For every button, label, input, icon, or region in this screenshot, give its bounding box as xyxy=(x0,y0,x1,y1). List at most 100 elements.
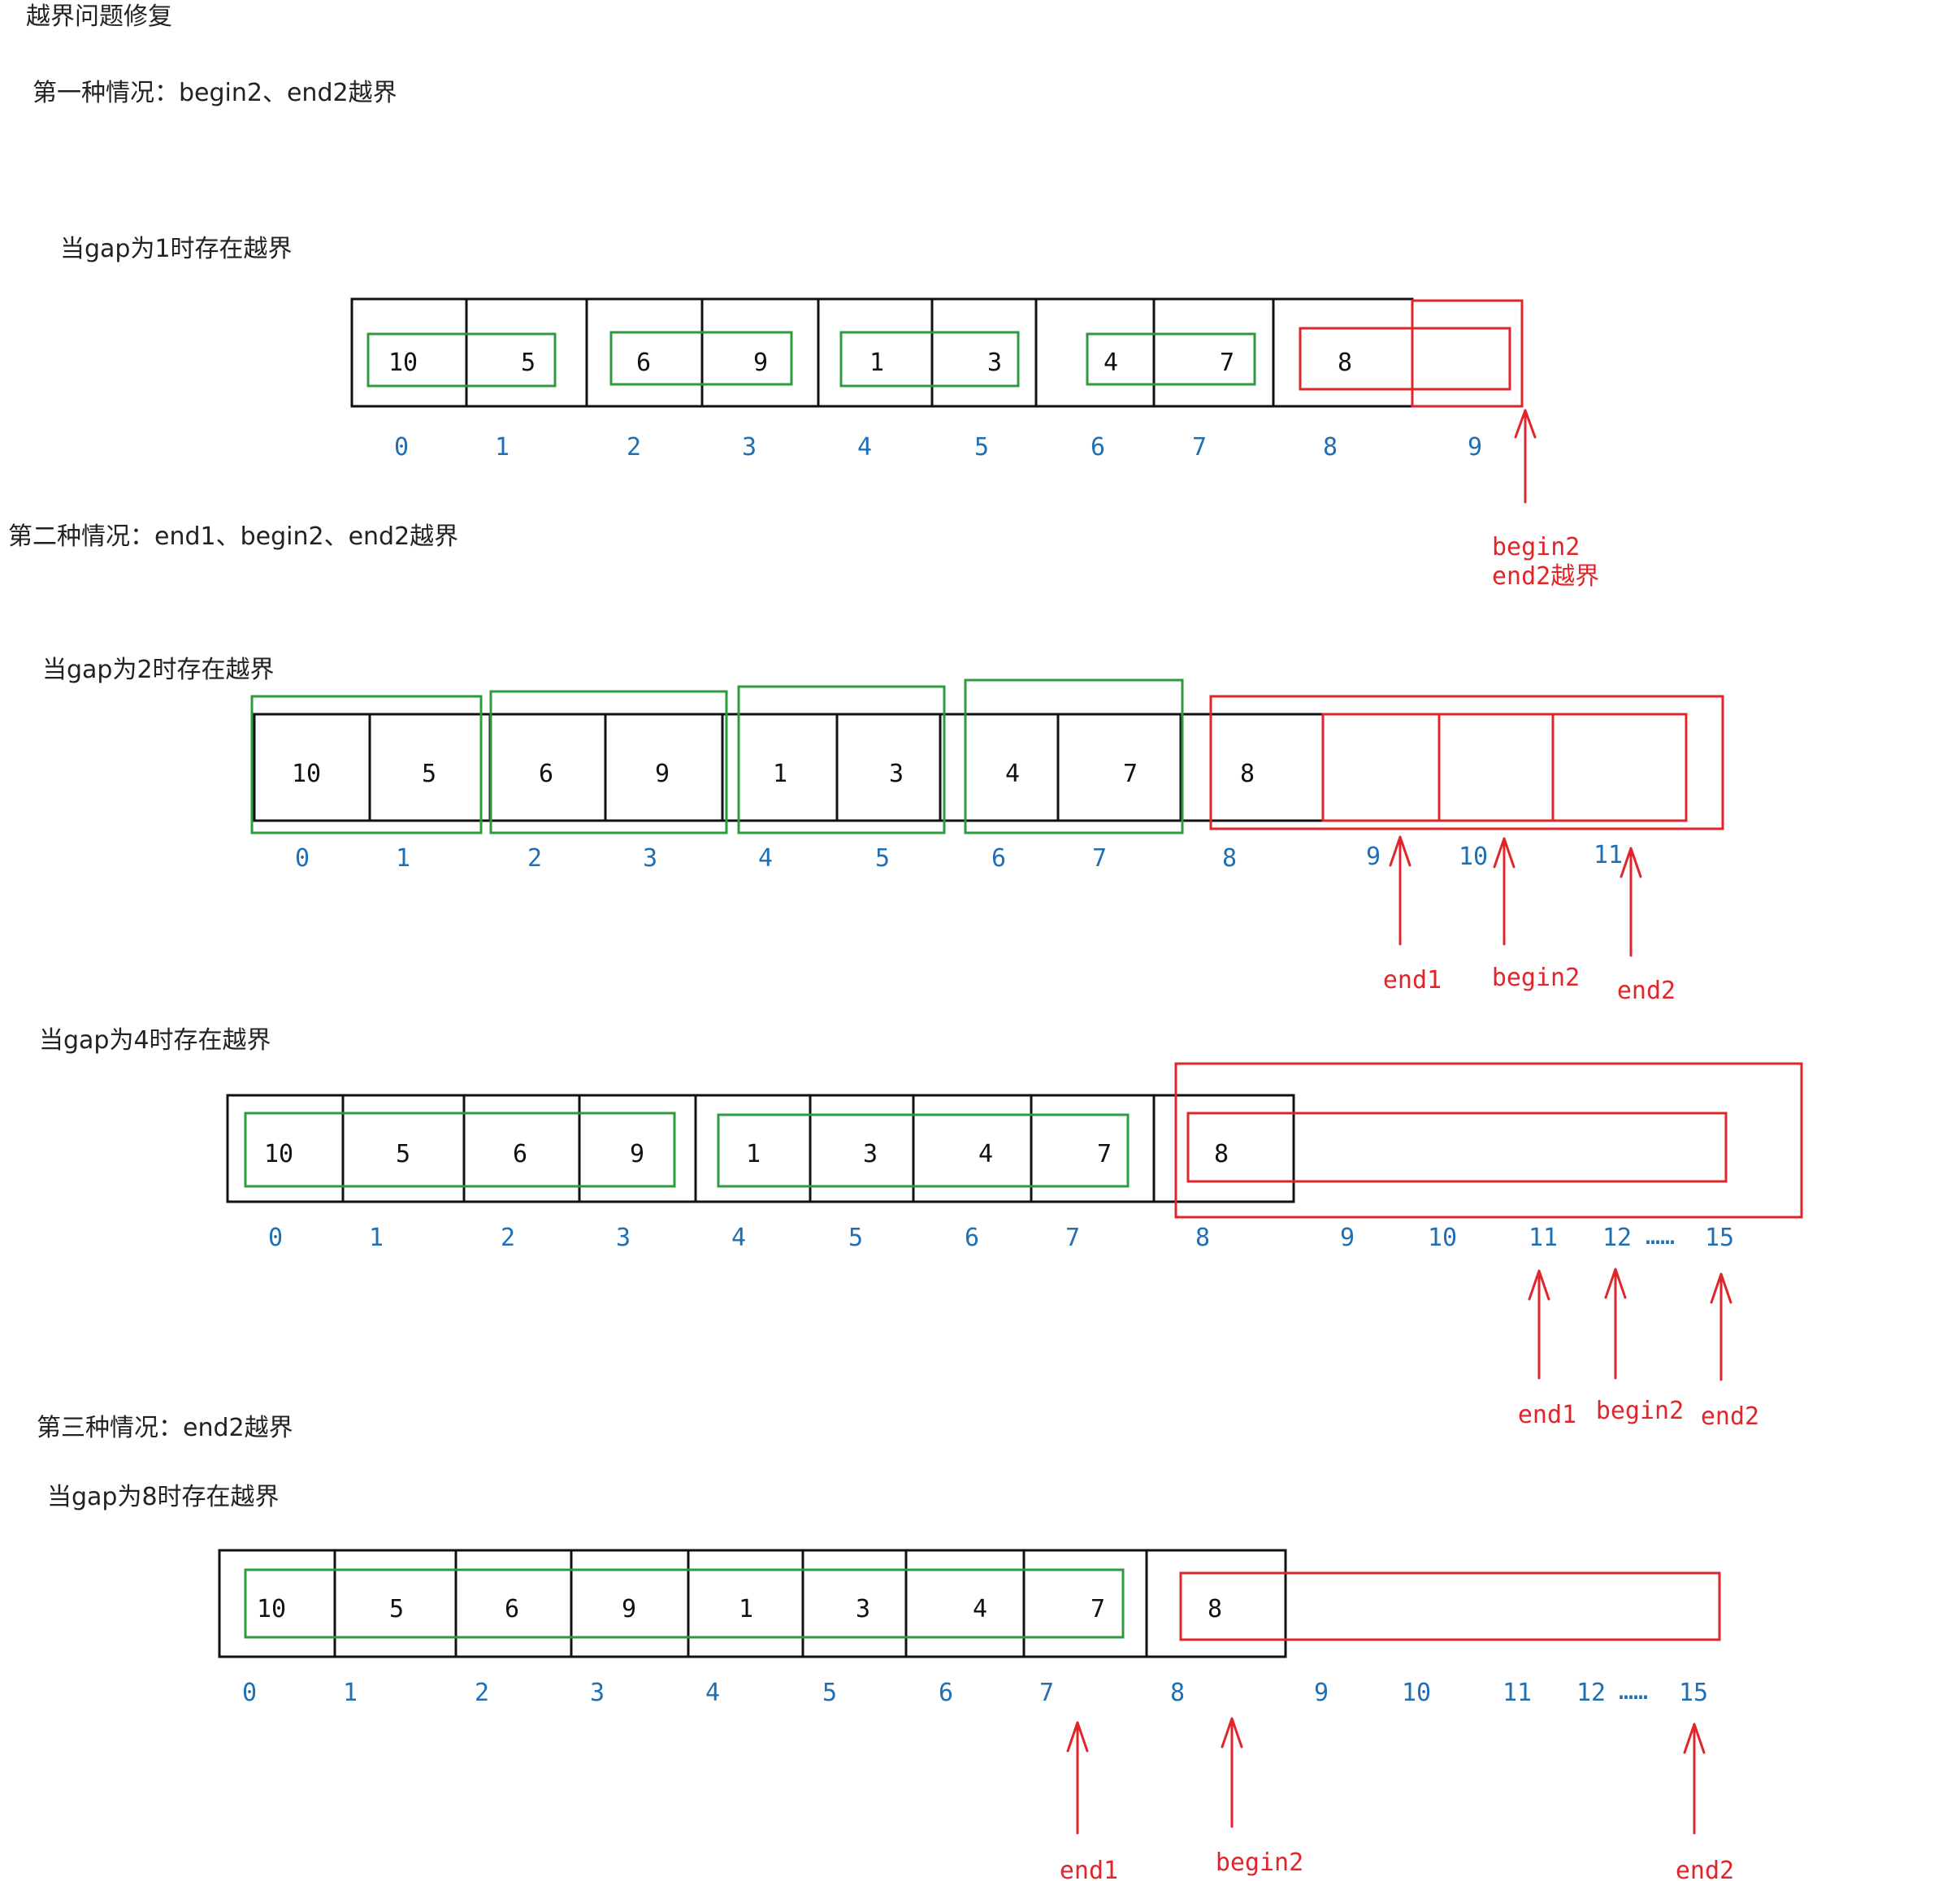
index-label: 6 xyxy=(1091,433,1105,462)
merge-group-box xyxy=(250,695,483,834)
index-label: 9 xyxy=(1366,843,1381,871)
index-label: 15 xyxy=(1679,1679,1708,1707)
overflow-group-box xyxy=(1299,327,1511,391)
index-label: 4 xyxy=(705,1679,720,1707)
index-label: 0 xyxy=(295,844,310,873)
cell-value: 5 xyxy=(389,1595,404,1623)
ellipsis-label: …… xyxy=(1646,1222,1675,1250)
end2-annotation: end2 xyxy=(1676,1857,1734,1881)
merge-group-box xyxy=(737,685,946,834)
merge-group-box xyxy=(489,690,728,834)
index-label: 2 xyxy=(627,433,641,462)
end1-annotation: end1 xyxy=(1060,1857,1118,1881)
out-of-bounds-range xyxy=(1186,1112,1728,1183)
index-label: 7 xyxy=(1192,433,1207,462)
begin2-annotation: begin2 xyxy=(1596,1397,1684,1425)
case2-gap4-array: 10 5 6 9 1 3 4 7 8 xyxy=(226,1062,1803,1219)
merge-group-box xyxy=(717,1113,1130,1188)
index-label: 5 xyxy=(974,433,989,462)
case3-indices: 0 1 2 3 4 5 6 7 8 9 10 11 12 …… 15 xyxy=(242,1677,1708,1707)
end2-annotation: end2 xyxy=(1701,1402,1759,1431)
index-label: 7 xyxy=(1039,1679,1054,1707)
cell-value: 1 xyxy=(739,1595,753,1623)
index-label: 8 xyxy=(1170,1679,1185,1707)
cell-value: 3 xyxy=(987,349,1002,377)
cell-value: 4 xyxy=(973,1595,987,1623)
index-label: 6 xyxy=(991,844,1006,873)
index-label: 9 xyxy=(1340,1224,1355,1252)
cell-value: 6 xyxy=(636,349,651,377)
index-label: 6 xyxy=(965,1224,979,1252)
index-label: 3 xyxy=(742,433,757,462)
merge-group-box xyxy=(244,1112,676,1188)
up-arrow-icon xyxy=(1604,1268,1627,1380)
array-outline xyxy=(226,1094,1295,1203)
index-label: 12 xyxy=(1602,1224,1632,1252)
index-label: 6 xyxy=(939,1679,953,1707)
index-label: 15 xyxy=(1705,1224,1734,1252)
end1-annotation: end1 xyxy=(1518,1401,1576,1429)
index-label: 4 xyxy=(731,1224,746,1252)
array-outline xyxy=(253,713,1325,822)
cell-value: 1 xyxy=(746,1140,761,1168)
index-label: 12 xyxy=(1576,1679,1606,1707)
cell-value: 1 xyxy=(773,760,787,788)
index-label: 11 xyxy=(1529,1224,1558,1252)
out-of-bounds-cell xyxy=(1321,713,1441,822)
cell-value: 3 xyxy=(863,1140,878,1168)
case1-array: 10 5 6 9 1 3 4 7 8 xyxy=(350,297,1524,408)
index-label: 0 xyxy=(268,1224,283,1252)
cell-value: 4 xyxy=(1005,760,1020,788)
index-label: 8 xyxy=(1195,1224,1210,1252)
up-arrow-icon xyxy=(1221,1717,1243,1828)
case2-gap2-label: 当gap为2时存在越界 xyxy=(42,656,275,684)
out-of-bounds-range xyxy=(1179,1571,1721,1641)
index-label: 5 xyxy=(875,844,890,873)
cell-value: 5 xyxy=(396,1140,410,1168)
up-arrow-icon xyxy=(1493,837,1516,946)
cell-value: 9 xyxy=(753,349,768,377)
cell-value: 7 xyxy=(1220,349,1234,377)
case1-gap-label: 当gap为1时存在越界 xyxy=(60,235,293,263)
out-of-bounds-cell xyxy=(1437,713,1555,822)
up-arrow-icon xyxy=(1066,1721,1089,1835)
cell-value: 3 xyxy=(889,760,904,788)
up-arrow-icon xyxy=(1620,847,1642,957)
index-label: 10 xyxy=(1428,1224,1457,1252)
cell-value: 9 xyxy=(622,1595,636,1623)
cell-value: 3 xyxy=(856,1595,870,1623)
case2-gap2-indices: 0 1 2 3 4 5 6 7 8 9 10 11 xyxy=(295,841,1623,873)
cell-value: 4 xyxy=(978,1140,993,1168)
case2-gap4-indices: 0 1 2 3 4 5 6 7 8 9 10 11 12 …… 15 xyxy=(268,1222,1734,1252)
merge-group-box xyxy=(609,331,793,386)
merge-group-box xyxy=(964,678,1184,834)
case3-array: 10 5 6 9 1 3 4 7 8 xyxy=(218,1549,1721,1658)
page-title: 越界问题修复 xyxy=(26,2,172,31)
cell-value: 4 xyxy=(1104,349,1118,377)
index-label: 8 xyxy=(1323,433,1338,462)
index-label: 9 xyxy=(1468,433,1482,462)
case1-indices: 0 1 2 3 4 5 6 7 8 9 xyxy=(394,433,1482,462)
cell-value: 10 xyxy=(388,349,418,377)
end1-annotation: end1 xyxy=(1383,966,1442,995)
up-arrow-icon xyxy=(1528,1269,1550,1380)
index-label: 1 xyxy=(396,844,410,873)
merge-group-box xyxy=(366,332,557,388)
index-label: 10 xyxy=(1459,843,1488,871)
cell-value: 7 xyxy=(1097,1140,1112,1168)
cell-value: 10 xyxy=(264,1140,293,1168)
out-of-bounds-cell xyxy=(1551,713,1688,822)
index-label: 3 xyxy=(616,1224,631,1252)
index-label: 11 xyxy=(1594,841,1623,869)
index-label: 2 xyxy=(475,1679,489,1707)
cell-value: 6 xyxy=(513,1140,527,1168)
index-label: 1 xyxy=(495,433,510,462)
up-arrow-icon xyxy=(1683,1723,1706,1835)
up-arrow-icon xyxy=(1514,409,1537,504)
out-of-bounds-cell xyxy=(1411,299,1524,408)
index-label: 1 xyxy=(343,1679,358,1707)
index-label: 3 xyxy=(590,1679,605,1707)
array-outline xyxy=(218,1549,1287,1658)
up-arrow-icon xyxy=(1389,835,1411,946)
